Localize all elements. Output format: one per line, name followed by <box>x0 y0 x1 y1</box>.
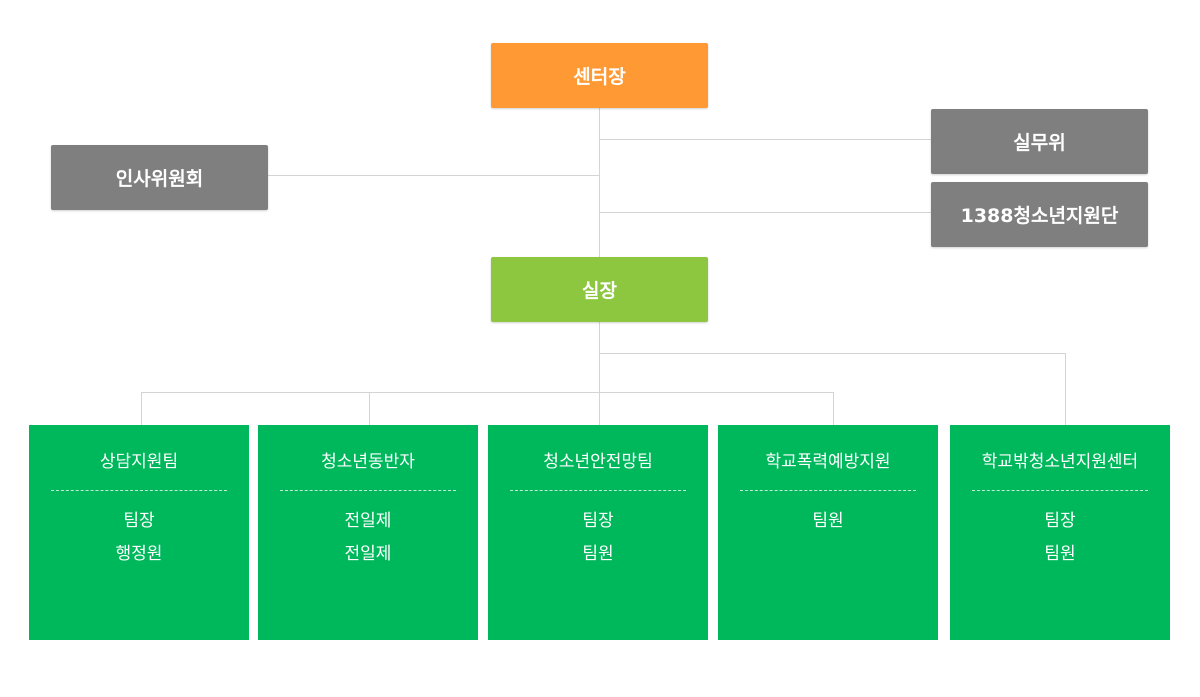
team-box-companion: 청소년동반자 전일제 전일제 <box>258 425 478 640</box>
team-member: 전일제 <box>344 544 392 564</box>
team-divider <box>740 490 916 491</box>
team-members: 팀원 <box>718 505 938 538</box>
team-box-counseling: 상담지원팀 팀장 행정원 <box>29 425 249 640</box>
team-title: 상담지원팀 <box>99 452 179 472</box>
team-box-out-of-school: 학교밖청소년지원센터 팀장 팀원 <box>950 425 1170 640</box>
team-member: 전일제 <box>344 511 392 531</box>
team-member: 팀원 <box>812 511 844 531</box>
connector-to-1388 <box>599 212 931 213</box>
team-members: 팀장 행정원 <box>29 505 249 571</box>
connector-to-committee <box>267 175 600 176</box>
connector-team-drop-4 <box>833 392 834 425</box>
team-box-safety-net: 청소년안전망팀 팀장 팀원 <box>488 425 708 640</box>
support-1388-box: 1388청소년지원단 <box>931 182 1148 247</box>
team-member: 팀장 <box>1044 511 1076 531</box>
team-title: 청소년안전망팀 <box>543 452 653 472</box>
head-box: 센터장 <box>491 43 708 108</box>
team-box-violence-prevention: 학교폭력예방지원 팀원 <box>718 425 938 640</box>
practitioners-box: 실무위 <box>931 109 1148 174</box>
connector-head-to-director <box>599 107 600 259</box>
connector-team-bus <box>141 392 834 393</box>
team-divider <box>972 490 1148 491</box>
connector-right-team-drop <box>1065 353 1066 425</box>
team-divider <box>280 490 456 491</box>
connector-director-down <box>599 321 600 354</box>
team-members: 팀장 팀원 <box>488 505 708 571</box>
connector-team-drop-2 <box>369 392 370 425</box>
director-box: 실장 <box>491 257 708 322</box>
team-title: 학교밖청소년지원센터 <box>981 452 1139 472</box>
team-divider <box>510 490 686 491</box>
team-member: 팀장 <box>123 511 155 531</box>
team-divider <box>51 490 227 491</box>
connector-team-drop-3 <box>599 392 600 425</box>
team-members: 팀장 팀원 <box>950 505 1170 571</box>
committee-box: 인사위원회 <box>51 145 268 210</box>
connector-bus-drop <box>599 353 600 393</box>
team-title: 학교폭력예방지원 <box>765 452 891 472</box>
connector-team-drop-1 <box>141 392 142 425</box>
team-title: 청소년동반자 <box>321 452 415 472</box>
team-members: 전일제 전일제 <box>258 505 478 571</box>
team-member: 팀장 <box>582 511 614 531</box>
team-member: 행정원 <box>115 544 163 564</box>
team-member: 팀원 <box>1044 544 1076 564</box>
team-member: 팀원 <box>582 544 614 564</box>
connector-to-practitioners <box>599 139 931 140</box>
connector-director-right <box>599 353 1066 354</box>
